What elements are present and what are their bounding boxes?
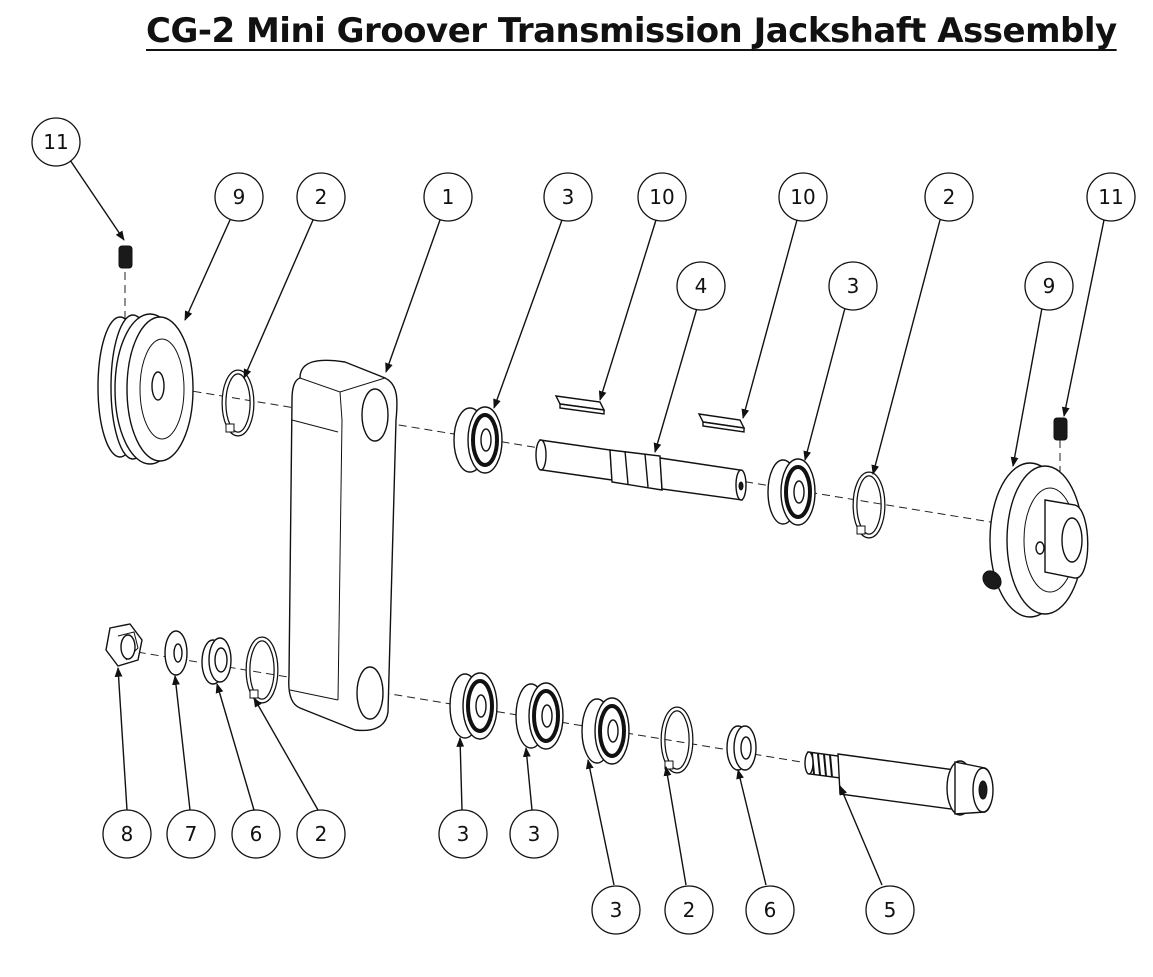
- balloon-label: 3: [528, 822, 541, 846]
- bearing-upper-left: [453, 406, 503, 474]
- balloon-10-left: 10: [637, 172, 687, 222]
- page-title: CG-2 Mini Groover Transmission Jackshaft…: [146, 11, 1117, 51]
- leader-b15: [215, 683, 255, 811]
- balloon-label: 9: [1043, 274, 1056, 298]
- balloon-label: 9: [233, 185, 246, 209]
- balloon-1: 1: [423, 172, 473, 222]
- pulley-upper-left: [97, 313, 194, 465]
- leader-b21: [736, 769, 767, 886]
- balloon-label: 2: [315, 822, 328, 846]
- leader-b4: [385, 219, 441, 373]
- bearing-lower-2: [515, 682, 564, 750]
- balloon-label: 5: [884, 898, 897, 922]
- balloon-3-lower-1: 3: [438, 809, 488, 859]
- balloon-label: 3: [847, 274, 860, 298]
- leader-b13: [114, 667, 128, 811]
- balloon-label: 10: [790, 185, 815, 209]
- leader-b19: [585, 759, 615, 886]
- leader-b3: [243, 219, 314, 379]
- balloon-label: 2: [683, 898, 696, 922]
- leader-b10: [653, 307, 698, 453]
- balloon-10-right: 10: [778, 172, 828, 222]
- balloon-2-lower-left: 2: [296, 809, 346, 859]
- leader-b22: [839, 785, 883, 886]
- balloon-5: 5: [865, 885, 915, 935]
- spacer-lower-left: [201, 637, 232, 685]
- balloon-4: 4: [676, 261, 726, 311]
- retaining-ring-upper-right: [852, 471, 886, 539]
- leader-b20: [663, 766, 687, 886]
- balloon-label: 2: [943, 185, 956, 209]
- balloon-label: 8: [121, 822, 134, 846]
- pulley-upper-right: [982, 462, 1089, 618]
- balloon-label: 2: [315, 185, 328, 209]
- parts: [97, 245, 1089, 816]
- leader-b18: [522, 747, 533, 811]
- balloon-label: 11: [43, 130, 68, 154]
- bearing-upper-right: [767, 458, 816, 526]
- balloon-label: 3: [457, 822, 470, 846]
- hex-nut: [105, 623, 143, 667]
- balloon-2-lower-right: 2: [664, 885, 714, 935]
- balloon-9-upper-right: 9: [1024, 261, 1074, 311]
- bearing-lower-3: [581, 697, 630, 765]
- balloon-label: 6: [250, 822, 263, 846]
- balloon-3-upper-left: 3: [543, 172, 593, 222]
- keys: [554, 395, 746, 433]
- upper-shaft-axis: [154, 384, 1071, 536]
- leader-lines: [69, 159, 1105, 886]
- balloon-6-right: 6: [745, 885, 795, 935]
- balloon-label: 10: [649, 185, 674, 209]
- balloon-8: 8: [102, 809, 152, 859]
- retaining-ring-upper-left: [221, 369, 255, 437]
- balloon-label: 1: [442, 185, 455, 209]
- balloon-9-upper-left: 9: [214, 172, 264, 222]
- bearing-lower-1: [449, 672, 498, 740]
- setscrew-upper-left: [118, 245, 133, 269]
- leader-b11: [803, 307, 846, 461]
- balloon-6-left: 6: [231, 809, 281, 859]
- leader-b8: [871, 219, 941, 475]
- balloon-label: 4: [695, 274, 708, 298]
- washer-lower-left: [164, 630, 188, 676]
- part-balloons: 11 9 2 1 3 10 10 2 11 4 3 9 8 7 6 2 3 3 …: [31, 117, 1136, 935]
- balloon-2-upper-left: 2: [296, 172, 346, 222]
- leader-b5: [493, 219, 563, 409]
- balloon-3-lower-2: 3: [509, 809, 559, 859]
- balloon-label: 3: [562, 185, 575, 209]
- balloon-11-upper-left: 11: [31, 117, 81, 167]
- balloon-2-upper-right: 2: [924, 172, 974, 222]
- retaining-ring-lower-left: [245, 636, 279, 704]
- leader-b6: [598, 219, 657, 401]
- link-arm: [288, 359, 398, 732]
- balloon-label: 7: [185, 822, 198, 846]
- leader-b16: [253, 697, 319, 811]
- spacer-lower-right: [726, 725, 757, 771]
- leader-b14: [172, 675, 191, 811]
- leader-b2: [184, 219, 231, 321]
- balloon-label: 3: [610, 898, 623, 922]
- balloon-label: 11: [1098, 185, 1123, 209]
- leader-b1: [69, 159, 125, 241]
- balloon-11-upper-right: 11: [1086, 172, 1136, 222]
- balloon-label: 6: [764, 898, 777, 922]
- balloon-7: 7: [166, 809, 216, 859]
- leader-b9: [1061, 219, 1105, 417]
- balloon-3-upper-right: 3: [828, 261, 878, 311]
- jackshaft: [535, 439, 747, 501]
- leader-b7: [741, 219, 798, 419]
- leader-b17: [456, 737, 465, 811]
- setscrew-upper-right: [1053, 417, 1068, 441]
- retaining-ring-lower-right: [660, 706, 694, 774]
- shoulder-bolt: [804, 751, 994, 816]
- balloon-3-lower-3: 3: [591, 885, 641, 935]
- leader-b12: [1010, 307, 1043, 467]
